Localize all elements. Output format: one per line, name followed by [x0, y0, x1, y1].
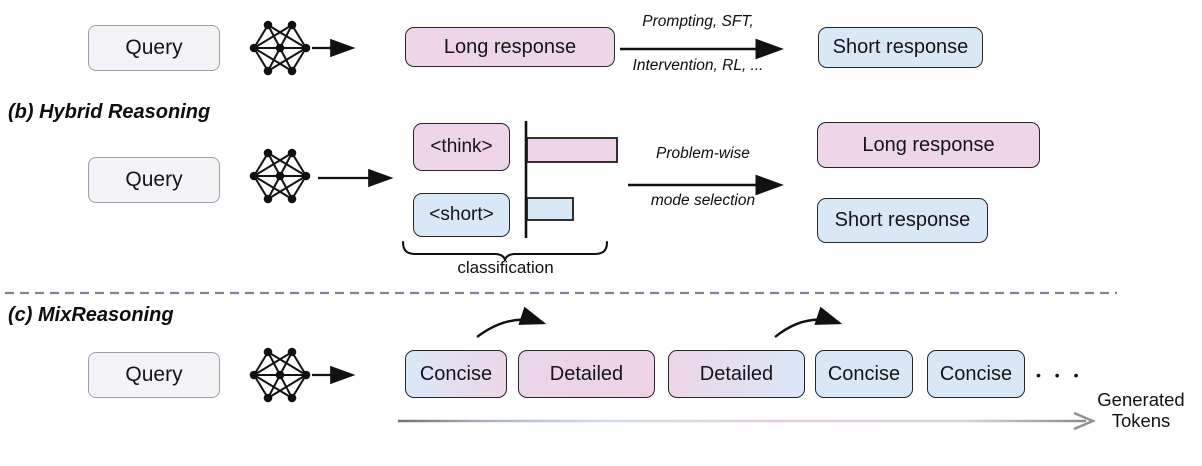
query-box-a: Query	[88, 25, 220, 71]
segment-box-detailed-1: Detailed	[518, 350, 655, 398]
long-response-box-b: Long response	[817, 122, 1040, 168]
ellipsis: • • •	[1036, 367, 1084, 383]
segment-box-concise-2: Concise	[815, 350, 913, 398]
segment-label: Detailed	[699, 362, 774, 385]
long-response-label: Long response	[443, 35, 577, 58]
neural-network-icon	[248, 346, 312, 404]
segment-box-concise-3: Concise	[927, 350, 1025, 398]
segment-box-concise-1: Concise	[405, 350, 507, 398]
classification-label: classification	[457, 258, 554, 277]
query-label: Query	[125, 363, 183, 386]
mode-switch-arrow-2	[774, 306, 843, 338]
section-label-c: (c) MixReasoning	[8, 304, 174, 326]
short-response-label: Short response	[834, 209, 971, 231]
query-box-b: Query	[88, 157, 220, 203]
neural-network-icon	[248, 147, 312, 205]
classification-underbrace	[401, 240, 609, 262]
token-probability-bars	[524, 121, 618, 238]
long-response-label: Long response	[862, 133, 995, 156]
generated-tokens-label: Generated Tokens	[1085, 389, 1197, 432]
section-label-b: (b) Hybrid Reasoning	[8, 101, 211, 123]
query-label: Query	[125, 36, 183, 59]
long-response-box-a: Long response	[405, 27, 615, 67]
arrow-label-top-b: Problem-wise	[656, 145, 750, 162]
short-token-box: <short>	[413, 193, 510, 237]
segment-label: Concise	[827, 362, 901, 385]
mode-switch-arrow-1	[476, 306, 547, 338]
short-response-box-b: Short response	[817, 198, 988, 243]
segment-label: Concise	[939, 362, 1013, 385]
query-box-c: Query	[88, 352, 220, 398]
query-label: Query	[125, 168, 183, 191]
short-response-label: Short response	[832, 36, 969, 58]
generated-tokens-line1: Generated	[1097, 389, 1185, 410]
segment-label: Detailed	[549, 362, 624, 385]
segment-label: Concise	[419, 362, 493, 385]
think-token-box: <think>	[413, 123, 510, 171]
short-token-label: <short>	[429, 204, 494, 225]
arrow-label-top-a: Prompting, SFT,	[642, 13, 754, 30]
arrow-label-bottom-a: Intervention, RL, ...	[632, 57, 764, 74]
generated-tokens-axis-arrow	[398, 411, 1097, 431]
segment-box-detailed-2: Detailed	[668, 350, 805, 398]
generated-tokens-line2: Tokens	[1111, 410, 1171, 432]
short-response-box-a: Short response	[818, 27, 983, 68]
neural-network-icon	[248, 19, 312, 77]
think-token-label: <think>	[430, 136, 493, 157]
arrow-label-bottom-b: mode selection	[650, 192, 756, 209]
